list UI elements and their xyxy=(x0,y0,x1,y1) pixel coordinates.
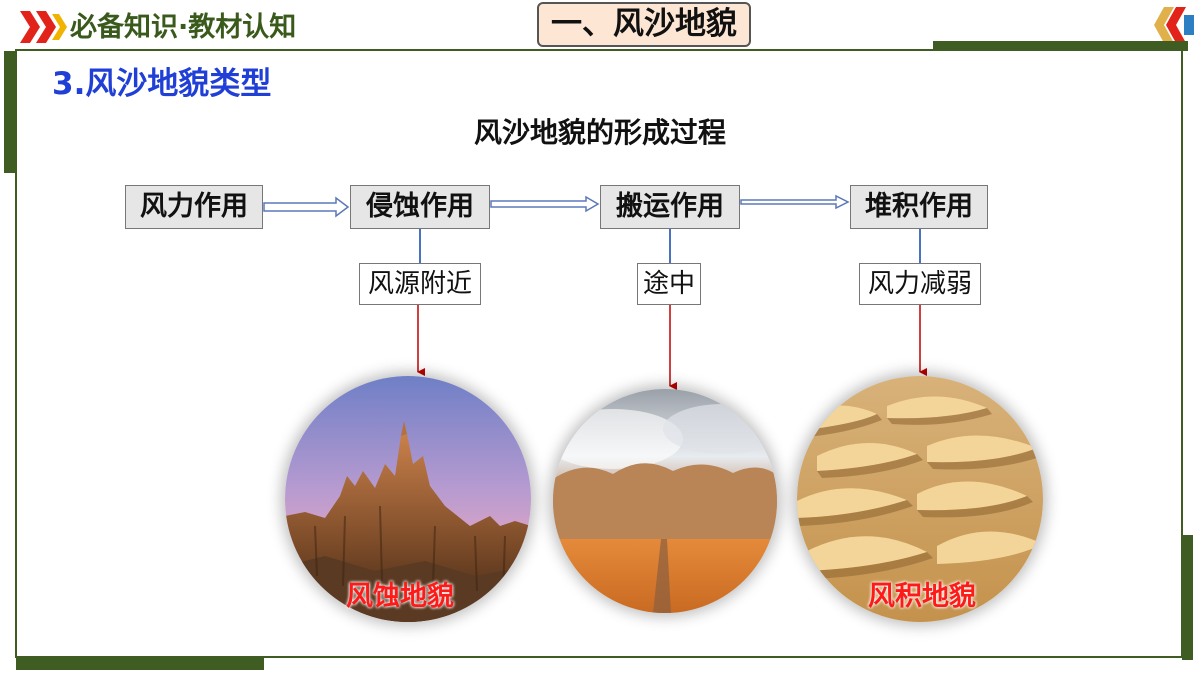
deposition-dunes-photo xyxy=(797,376,1043,622)
deposition-landform-label: 风积地貌 xyxy=(868,581,976,612)
erosion-landform-photo xyxy=(285,376,531,622)
section-tag: 一、风沙地貌 xyxy=(537,2,751,47)
content-frame xyxy=(15,49,1183,658)
frame-left-bar xyxy=(4,51,15,173)
flow-arrow-icon xyxy=(740,194,850,210)
frame-right-bar xyxy=(1182,535,1193,660)
header-chevron-left-icon xyxy=(1154,7,1194,43)
location-en-route: 途中 xyxy=(637,263,701,305)
flow-arrow-icon xyxy=(263,196,350,218)
header-title: 必备知识·教材认知 xyxy=(70,12,297,43)
location-source: 风源附近 xyxy=(359,263,481,305)
location-wind-weakens: 风力减弱 xyxy=(859,263,981,305)
section-subtitle: 3.风沙地貌类型 xyxy=(52,66,272,102)
header-chevron-right-icon xyxy=(20,11,67,43)
stage-transport: 搬运作用 xyxy=(600,185,740,229)
stage-wind-force: 风力作用 xyxy=(125,185,263,229)
transport-sandstorm-photo xyxy=(553,389,777,613)
flow-title: 风沙地貌的形成过程 xyxy=(473,116,726,149)
erosion-landform-label: 风蚀地貌 xyxy=(346,581,454,612)
stage-erosion: 侵蚀作用 xyxy=(350,185,490,229)
frame-top-bar xyxy=(933,41,1188,51)
flow-arrow-icon xyxy=(490,195,600,213)
stage-deposition: 堆积作用 xyxy=(850,185,988,229)
frame-bottom-bar xyxy=(16,658,264,670)
